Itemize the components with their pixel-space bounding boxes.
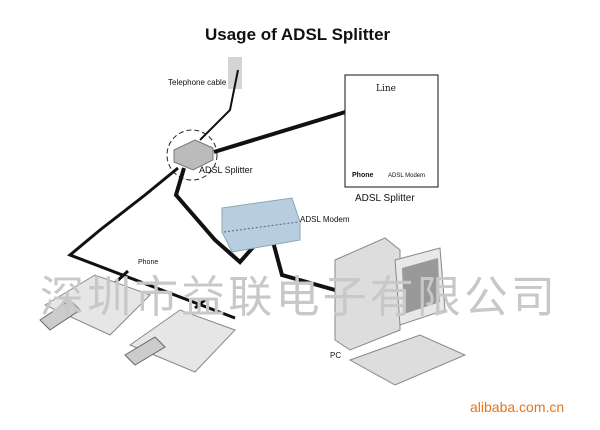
inset-phone-label: Phone — [352, 172, 373, 179]
diagram-title: Usage of ADSL Splitter — [205, 25, 391, 44]
phone-branch-2 — [194, 298, 206, 310]
modem-vents — [223, 221, 299, 233]
inset-modem-label: ADSL Modem — [388, 173, 425, 179]
pc-cable — [270, 237, 336, 292]
telephone-cable — [199, 69, 239, 141]
pc-computer — [334, 237, 467, 386]
splitter-inset-box — [344, 74, 439, 188]
modem-label: ADSL Modem — [300, 215, 350, 224]
phone-cable — [67, 166, 236, 320]
phone-branch-1 — [113, 269, 130, 285]
adsl-splitter-device — [173, 139, 214, 171]
watermark: 深圳市益联电子有限公司 — [40, 272, 555, 323]
splitter-highlight — [166, 129, 218, 181]
modem-cable — [173, 167, 257, 265]
telephone-cable-label: Telephone cable — [168, 78, 227, 87]
phone-label: Phone — [138, 259, 158, 266]
inset-caption: ADSL Splitter — [355, 193, 415, 204]
pc-label: PC — [330, 351, 341, 360]
footer-watermark: alibaba.com.cn — [470, 399, 564, 415]
splitter-label: ADSL Splitter — [199, 165, 253, 175]
telephone-1 — [39, 274, 151, 336]
splitter-line-cable — [213, 108, 353, 154]
telephone-2 — [124, 309, 236, 373]
wall-jack — [228, 57, 242, 89]
adsl-modem-device — [221, 197, 301, 253]
inset-line-label: Line — [376, 84, 396, 94]
